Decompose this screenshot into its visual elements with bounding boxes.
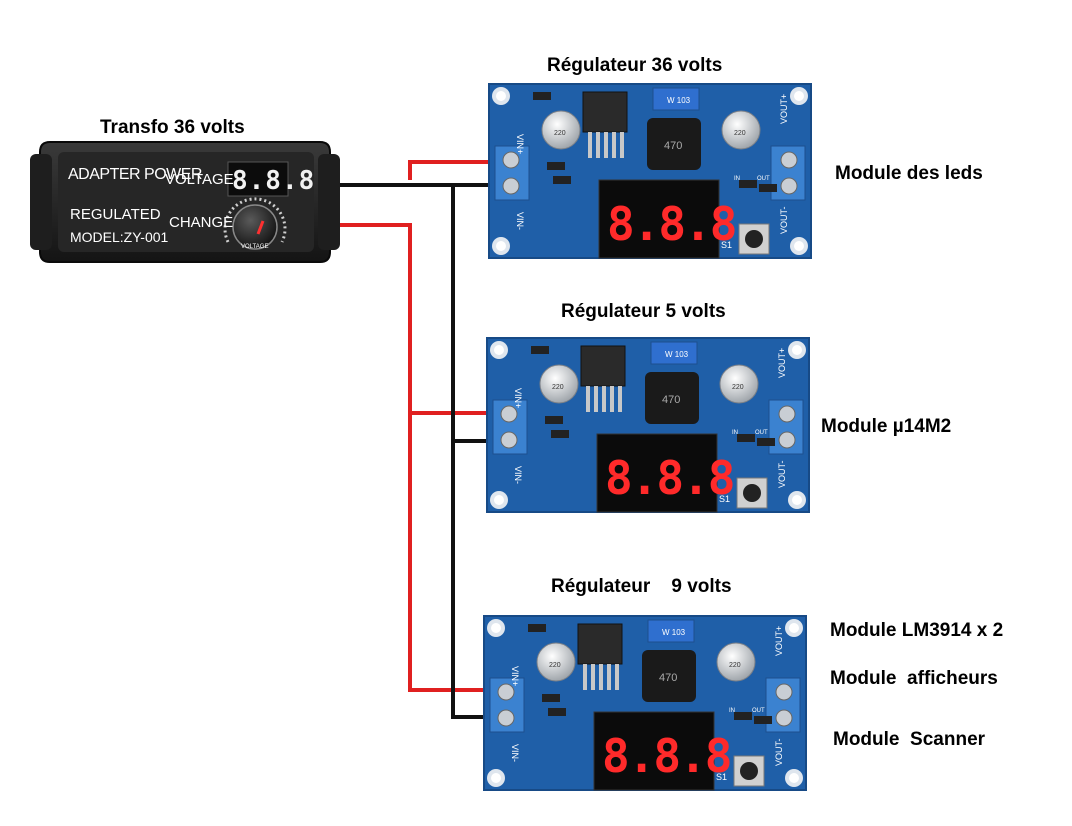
load-module-u14m2: Module µ14M2	[821, 416, 952, 437]
adapter-knob-label: VOLTAGE	[241, 244, 269, 250]
vout-minus-label: VOUT-	[777, 460, 787, 488]
load-module-leds: Module des leds	[835, 163, 983, 184]
capacitor	[539, 364, 579, 404]
adapter-display	[227, 161, 289, 197]
vin-plus-label: VIN+	[513, 388, 523, 408]
svg-text:W 103: W 103	[665, 350, 689, 359]
load-module-lm3914: Module LM3914 x 2	[830, 620, 1004, 641]
vout-minus-label: VOUT-	[774, 738, 784, 766]
vout-minus-label: VOUT-	[779, 206, 789, 234]
capacitor	[719, 364, 759, 404]
vin-plus-label: VIN+	[510, 666, 520, 686]
inductor	[645, 372, 699, 424]
svg-text:IN: IN	[732, 430, 738, 436]
svg-text:OUT: OUT	[755, 430, 768, 436]
svg-text:S1: S1	[719, 494, 730, 504]
regulator-ic	[580, 345, 626, 387]
regulator-ic	[577, 623, 623, 665]
svg-text:OUT: OUT	[757, 176, 770, 182]
svg-text:220: 220	[734, 130, 746, 137]
regulator-board-2: VIN+ VIN- VOUT+ VOUT- 220 220 W 103 470 8.8.8S1 I…	[486, 337, 810, 513]
vin-plus-label: VIN+	[515, 134, 525, 154]
adapter-title: Transfo 36 volts	[100, 117, 245, 138]
vout-label: VOUT+	[777, 348, 787, 378]
inductor	[642, 650, 696, 702]
svg-text:S1: S1	[721, 240, 732, 250]
svg-text:220: 220	[552, 384, 564, 391]
svg-text:470: 470	[664, 140, 682, 152]
seven-segment-display	[593, 711, 715, 791]
load-module-scanner: Module Scanner	[833, 729, 986, 750]
svg-text:IN: IN	[729, 708, 735, 714]
svg-text:OUT: OUT	[752, 708, 765, 714]
seven-segment-display	[596, 433, 718, 513]
adapter-model-label: MODEL:ZY-001	[70, 229, 169, 245]
svg-text:220: 220	[549, 662, 561, 669]
svg-text:W 103: W 103	[662, 628, 686, 637]
svg-text:470: 470	[662, 394, 680, 406]
adapter-display-digits: 8.8.8	[232, 166, 316, 196]
adapter-change-label: CHANGE	[169, 214, 234, 231]
svg-text:220: 220	[732, 384, 744, 391]
regulator-board-3: VIN+ VIN- VOUT+ VOUT- 220 220 W 103 470 8.8.8S1 I…	[483, 615, 807, 791]
regulator-ic	[582, 91, 628, 133]
wires	[322, 160, 495, 719]
vin-label: VIN-	[515, 212, 525, 230]
regulator-5v-title: Régulateur 5 volts	[561, 301, 726, 322]
svg-text:220: 220	[729, 662, 741, 669]
vin-label: VIN-	[510, 744, 520, 762]
adapter-brand: ADAPTER POWER	[68, 166, 202, 183]
svg-text:470: 470	[659, 672, 677, 684]
capacitor	[541, 110, 581, 150]
power-adapter	[30, 141, 340, 263]
voltage-knob[interactable]	[232, 204, 278, 250]
vout-label: VOUT+	[774, 626, 784, 656]
trim-pot[interactable]	[647, 619, 695, 643]
vin-label: VIN-	[513, 466, 523, 484]
display-digits: 8.8.8	[605, 451, 733, 505]
display-digits: 8.8.8	[607, 197, 735, 251]
trim-pot[interactable]	[650, 341, 698, 365]
capacitor	[536, 642, 576, 682]
svg-text:W 103: W 103	[667, 96, 691, 105]
inductor	[647, 118, 701, 170]
red-wire-main	[322, 223, 495, 692]
regulator-36v-title: Régulateur 36 volts	[547, 55, 723, 76]
vout-label: VOUT+	[779, 94, 789, 124]
adapter-voltage-label: VOLTAGE	[165, 171, 234, 188]
regulator-9v-title: Régulateur 9 volts	[551, 576, 732, 597]
svg-text:S1: S1	[716, 772, 727, 782]
svg-text:220: 220	[554, 130, 566, 137]
capacitor	[721, 110, 761, 150]
seven-segment-display	[598, 179, 720, 259]
capacitor	[716, 642, 756, 682]
adapter-regulated-label: REGULATED	[70, 206, 161, 223]
black-wire-trunk	[451, 185, 495, 719]
load-module-afficheurs: Module afficheurs	[830, 668, 998, 689]
regulator-board-1: VIN+ VIN- VOUT+ VOUT- 220 220 W 103 470 8.8.8S1 I…	[488, 83, 812, 259]
display-digits: 8.8.8	[602, 729, 730, 783]
svg-text:IN: IN	[734, 176, 740, 182]
trim-pot[interactable]	[652, 87, 700, 111]
